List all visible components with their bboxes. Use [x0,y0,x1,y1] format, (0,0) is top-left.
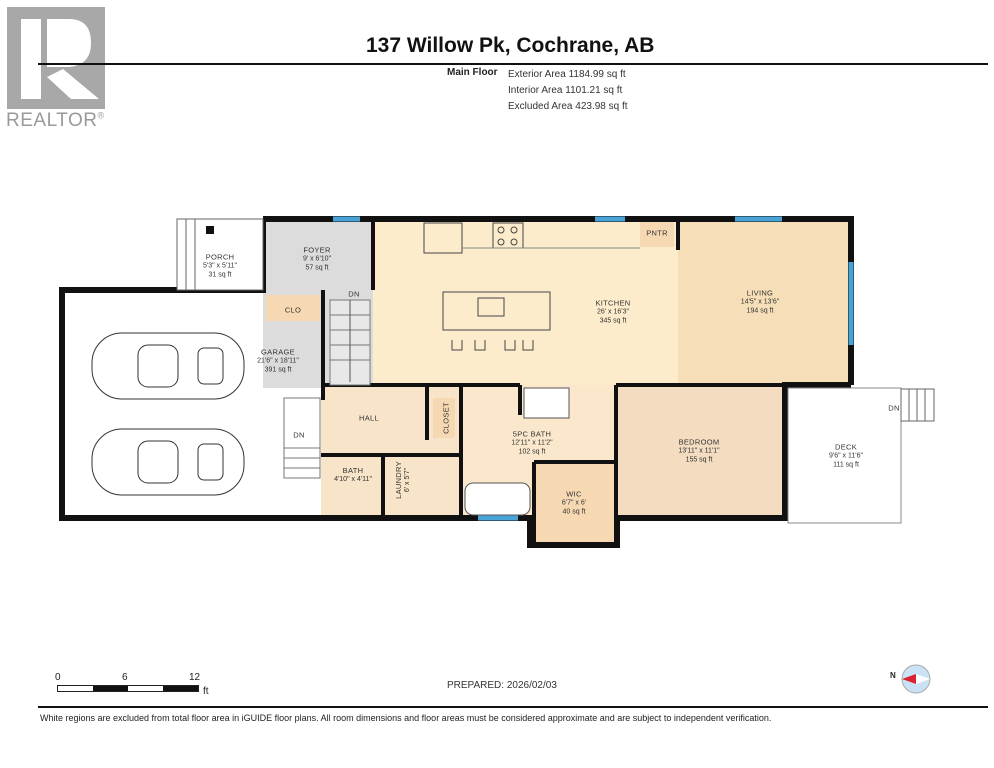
room-closet: CLOSET [441,402,451,434]
living-fill [678,220,848,385]
disclaimer-text: White regions are excluded from total fl… [40,713,772,723]
excluded-area: Excluded Area 423.98 sq ft [508,101,628,112]
clo-fill [266,295,320,321]
pntr-fill [640,221,674,247]
scale-bar: 0 6 12 ft [55,672,209,697]
realtor-logo [7,7,105,109]
compass-icon [901,664,931,694]
stairs-dn-garage: DN [293,430,305,440]
footer-divider [38,706,988,708]
area-summary: Exterior Area 1184.99 sq ft Interior Are… [508,67,628,115]
interior-area: Interior Area 1101.21 sq ft [508,85,623,96]
wic-fill [534,462,614,542]
room-clo: CLO [284,305,302,315]
scale-graphic [57,685,199,692]
realtor-wordmark: REALTOR® [6,110,105,131]
room-hall: HALL [359,413,379,423]
stairs-dn-main: DN [348,289,360,299]
property-address-title: 137 Willow Pk, Cochrane, AB [366,34,655,57]
stairs-dn-deck: DN [888,403,900,413]
exterior-area: Exterior Area 1184.99 sq ft [508,69,626,80]
header-divider [38,63,988,65]
realtor-r-icon [21,19,99,99]
room-pntr: PNTR [646,228,668,238]
bedroom-fill [616,385,784,515]
prepared-date: PREPARED: 2026/02/03 [447,680,557,691]
porch-post [206,226,214,234]
floor-label: Main Floor [447,67,498,78]
kitchen-fill [373,220,678,388]
closet-fill [433,398,455,438]
north-compass: N [890,663,934,700]
